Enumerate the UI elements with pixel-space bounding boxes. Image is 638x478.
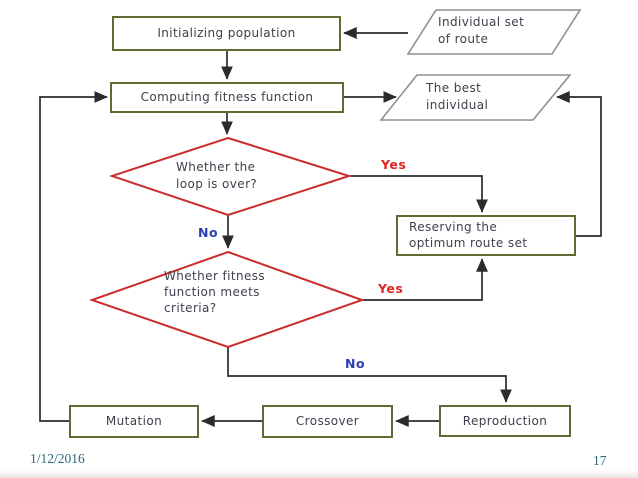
individual-set-parallelogram bbox=[406, 9, 582, 55]
best-individual-parallelogram bbox=[379, 74, 572, 121]
computing-fitness-label: Computing fitness function bbox=[140, 90, 314, 105]
crossover-label: Crossover bbox=[295, 414, 360, 429]
loop-over-diamond bbox=[108, 136, 353, 217]
reproduction-box bbox=[439, 405, 571, 437]
initializing-population-box bbox=[112, 16, 341, 51]
slide-page-number: 17 bbox=[593, 453, 607, 468]
individual-set-label: Individual set of route bbox=[438, 15, 525, 46]
edge-reserving-to-bestindividual bbox=[556, 91, 602, 237]
crossover-box bbox=[262, 405, 393, 438]
slide-bottom-edge bbox=[0, 470, 638, 478]
reproduction-label: Reproduction bbox=[462, 413, 548, 428]
fitness-criteria-diamond bbox=[88, 250, 365, 349]
computing-fitness-box bbox=[110, 82, 344, 113]
mutation-box bbox=[69, 405, 199, 438]
reserving-route-box bbox=[396, 215, 576, 256]
edge-fitness-yes-to-reserving bbox=[362, 258, 488, 301]
fitness-criteria-label: Whether fitness function meets criteria? bbox=[164, 269, 266, 315]
mutation-label: Mutation bbox=[105, 414, 163, 429]
reserving-route-label: Reserving the optimum route set bbox=[409, 220, 528, 250]
edge-fitness-no-to-reproduction bbox=[227, 347, 512, 403]
edge-mutation-loop-to-computing bbox=[39, 91, 108, 422]
best-individual-label: The best individual bbox=[426, 81, 489, 112]
no-label-loop-over: No bbox=[198, 225, 219, 240]
slide-date: 1/12/2016 bbox=[30, 451, 85, 466]
loop-over-label: Whether the loop is over? bbox=[176, 160, 258, 191]
edge-loopover-yes-to-reserving bbox=[349, 175, 488, 213]
yes-label-fitness: Yes bbox=[378, 281, 404, 296]
initializing-population-label: Initializing population bbox=[157, 26, 296, 41]
yes-label-loop-over: Yes bbox=[381, 157, 407, 172]
no-label-fitness: No bbox=[345, 356, 366, 371]
